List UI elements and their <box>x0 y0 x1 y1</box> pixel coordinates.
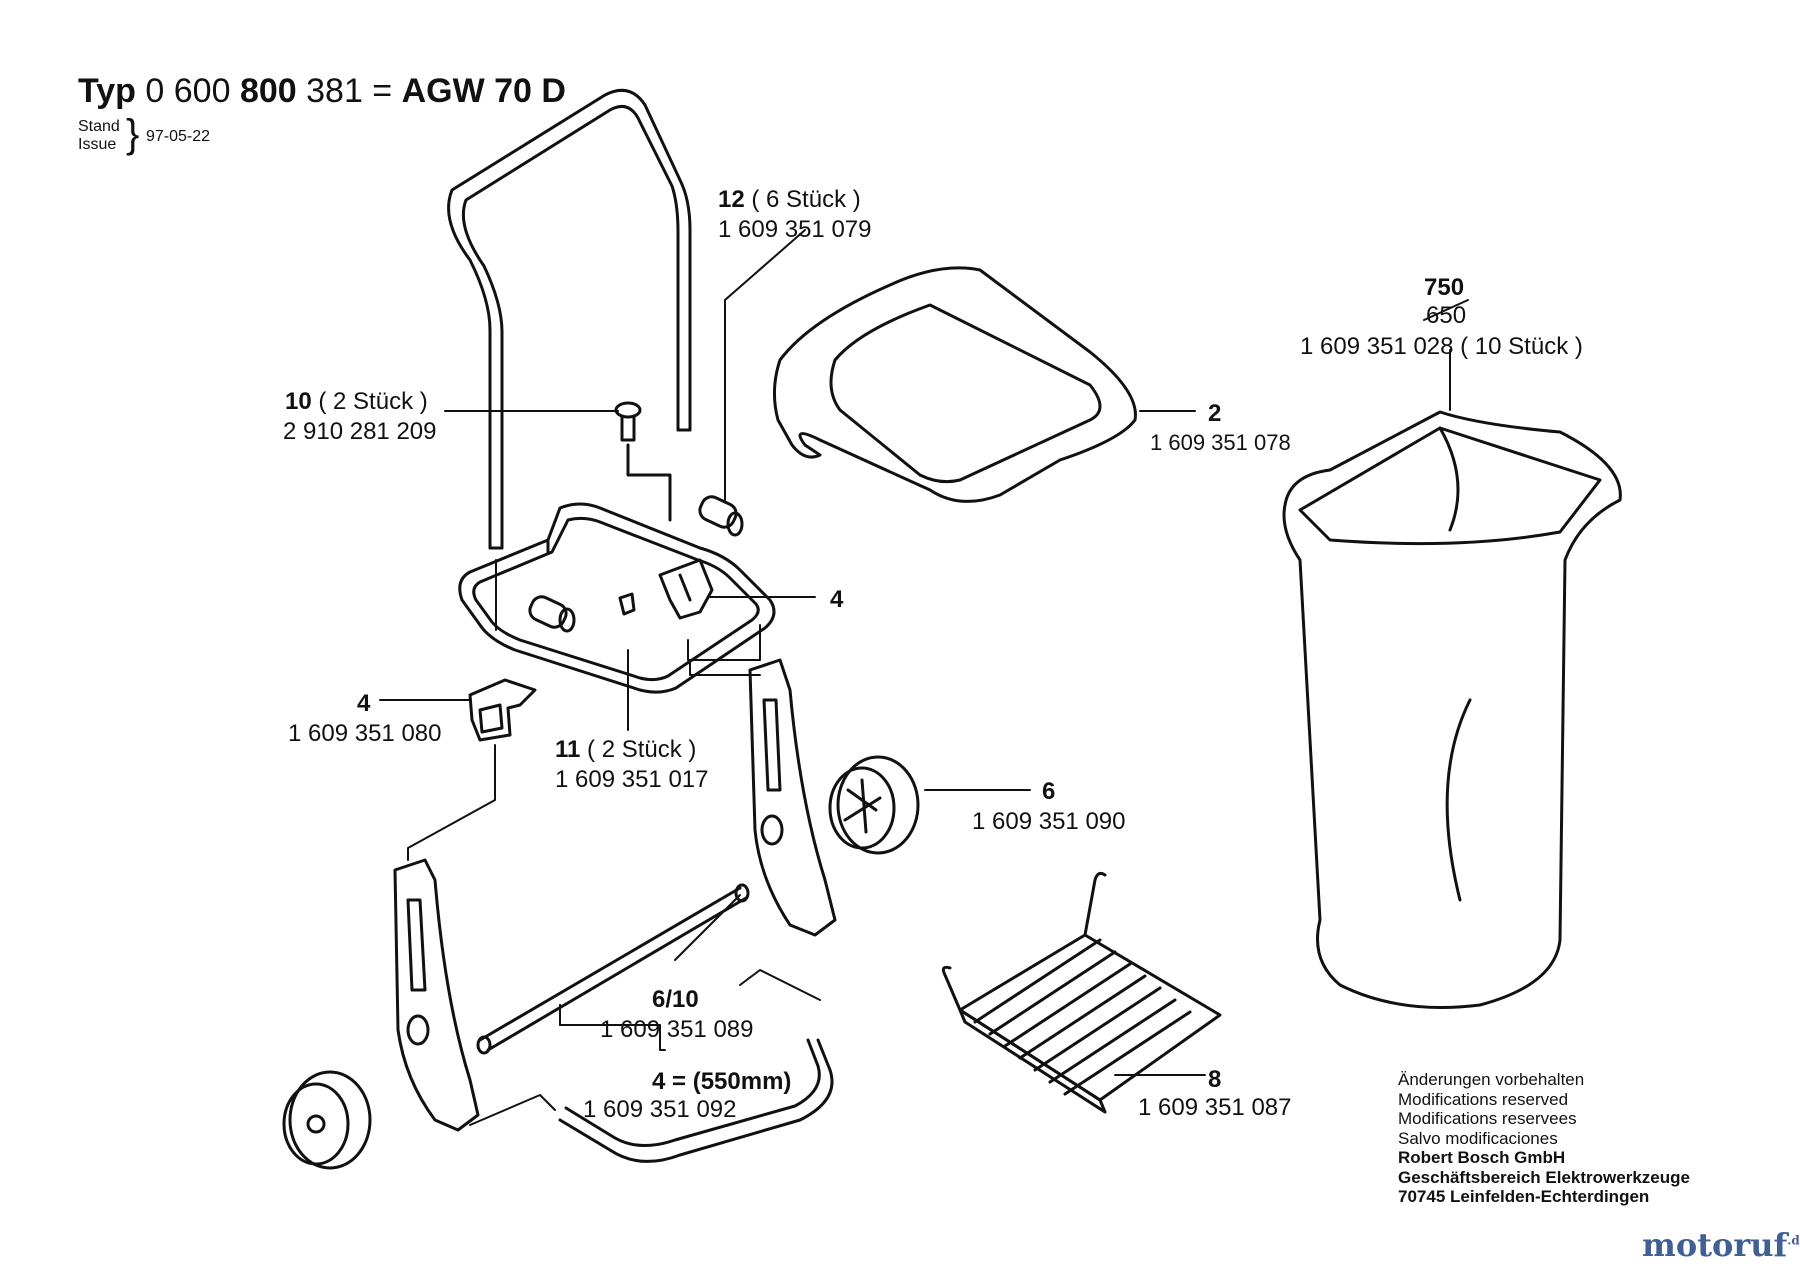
brand-tld: .de <box>1787 1233 1800 1248</box>
callout-6-part: 1 609 351 090 <box>972 808 1126 835</box>
callout-750-number: 750 <box>1424 276 1464 300</box>
side-frame-left <box>393 858 480 1132</box>
callout-610-number-text: 6/10 <box>652 986 699 1013</box>
note-line-3: Modifications reservees <box>1398 1109 1577 1128</box>
callout-610-part: 1 609 351 089 <box>600 1016 754 1043</box>
wheel-left <box>282 1070 372 1170</box>
note-line-7: 70745 Leinfelden-Echterdingen <box>1398 1187 1650 1206</box>
callout-2-number-text: 2 <box>1208 400 1222 427</box>
callout-750-old-number: 650 <box>1426 302 1467 329</box>
brand-watermark: motoruf.de <box>1642 1226 1800 1264</box>
callout-4c-part: 1 609 351 092 <box>583 1096 737 1123</box>
sleeve-parts-12 <box>528 495 744 633</box>
callout-8-number: 8 <box>1208 1068 1221 1092</box>
callout-10-quantity: ( 2 Stück ) <box>318 388 428 415</box>
callout-4c-number: 4 = (550mm) <box>652 1070 791 1094</box>
grass-bag <box>1282 410 1622 1009</box>
screw-part-10 <box>614 401 672 522</box>
title-model: AGW 70 D <box>401 72 566 110</box>
callout-12: 12 ( 6 Stück ) <box>718 188 861 212</box>
callout-750-number-text: 750 <box>1424 274 1465 301</box>
callout-2-number: 2 <box>1208 402 1221 426</box>
stand-tube <box>558 1038 834 1163</box>
wire-rack <box>941 871 1222 1114</box>
callout-750-part: 1 609 351 028 ( 10 Stück ) <box>1300 333 1583 360</box>
callout-10-part: 2 910 281 209 <box>283 418 437 445</box>
callout-610-number: 6/10 <box>652 988 699 1012</box>
note-line-4: Salvo modificaciones <box>1398 1128 1558 1148</box>
title-number-b: 800 <box>239 72 297 110</box>
callout-6-number: 6 <box>1042 780 1055 804</box>
callout-11-number: 11 <box>555 736 581 763</box>
callout-8-part: 1 609 351 087 <box>1138 1094 1292 1121</box>
callout-10-number: 10 <box>285 388 312 415</box>
callout-4a-number: 4 <box>830 588 843 612</box>
note-line-2: Modifications reserved <box>1398 1089 1569 1109</box>
bracket-lower <box>468 678 537 742</box>
callout-11-quantity: ( 2 Stück ) <box>587 736 697 763</box>
callout-4a-number-text: 4 <box>830 586 844 613</box>
callout-4b-number: 4 <box>357 692 370 716</box>
page-title: Typ 0 600 800 381 = AGW 70 D <box>78 72 566 111</box>
callout-leaders <box>379 229 1451 1126</box>
axle-rod <box>476 883 750 1055</box>
issue-label: Issue <box>78 136 117 153</box>
callout-4b-part: 1 609 351 080 <box>288 720 442 747</box>
title-typ: Typ <box>78 72 136 110</box>
modification-notes: Änderungen vorbehalten Modifications res… <box>1398 1070 1690 1207</box>
side-frame-right <box>748 658 837 937</box>
bracket-upper <box>618 558 714 620</box>
stand-label: Stand <box>78 118 120 135</box>
issue-date: 97-05-22 <box>146 128 211 145</box>
callout-11: 11 ( 2 Stück ) <box>555 738 696 762</box>
note-line-5: Robert Bosch GmbH <box>1398 1148 1566 1167</box>
callout-12-quantity: ( 6 Stück ) <box>751 186 861 213</box>
cover-lid <box>773 266 1137 503</box>
handle-tube <box>447 88 692 550</box>
title-number-c: 381 = <box>306 72 393 110</box>
callout-12-part: 1 609 351 079 <box>718 216 872 243</box>
callout-6-number-text: 6 <box>1042 778 1056 805</box>
title-number-a: 0 600 <box>145 72 231 110</box>
callout-2-part: 1 609 351 078 <box>1150 430 1291 455</box>
base-frame <box>458 502 776 694</box>
callout-4b-number-text: 4 <box>357 690 371 717</box>
wheel-right <box>828 755 920 855</box>
callout-8-number-text: 8 <box>1208 1066 1222 1093</box>
brand-name: motoruf <box>1642 1226 1788 1264</box>
callout-11-part: 1 609 351 017 <box>555 766 709 793</box>
callout-4c-text: 4 = (550mm) <box>652 1068 792 1095</box>
callout-10: 10 ( 2 Stück ) <box>285 390 428 414</box>
stand-issue-labels: Stand Issue <box>78 118 120 154</box>
note-line-6: Geschäftsbereich Elektrowerkzeuge <box>1398 1167 1690 1187</box>
superseded-strike <box>1423 299 1469 321</box>
note-line-1: Änderungen vorbehalten <box>1398 1070 1585 1089</box>
stand-brace: } <box>126 112 140 156</box>
callout-12-number: 12 <box>718 186 745 213</box>
